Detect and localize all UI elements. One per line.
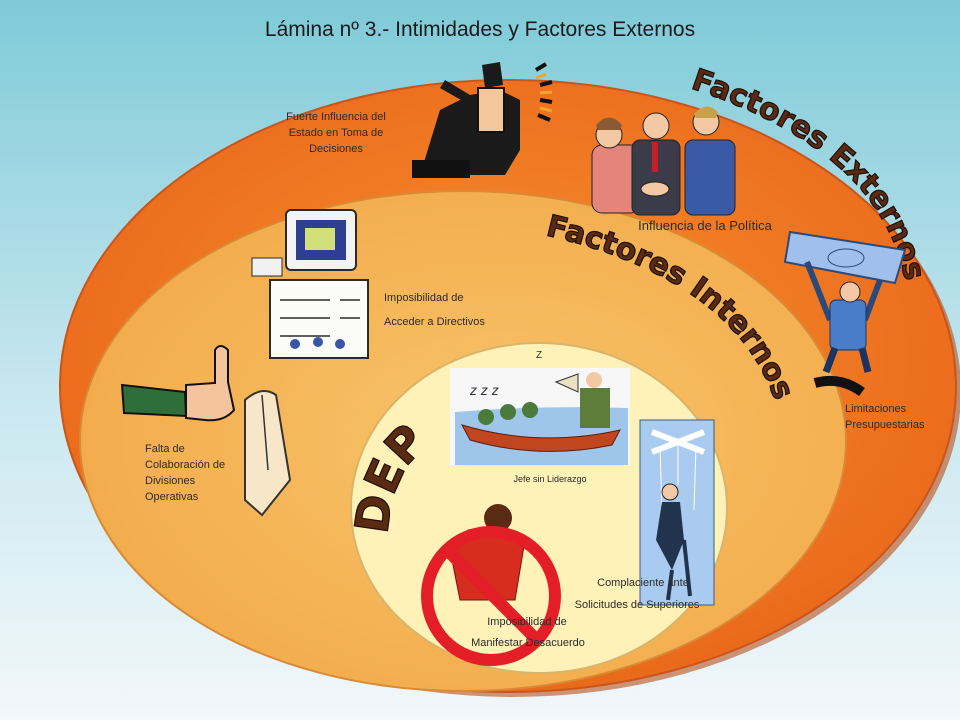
label-fuerte-2: Estado en Toma de bbox=[289, 127, 384, 139]
label-acceder-1: Imposibilidad de bbox=[384, 292, 464, 304]
label-manifestar-2: Manifestar Desacuerdo bbox=[471, 637, 585, 649]
stop-hand-icon bbox=[120, 345, 292, 517]
label-falta-1: Falta de bbox=[145, 443, 185, 455]
inner-circle-dep bbox=[350, 342, 728, 674]
label-fuerte-3: Decisiones bbox=[309, 143, 363, 155]
label-manifestar-1: Imposibilidad de bbox=[487, 616, 567, 628]
handshake-politicians-icon bbox=[591, 106, 736, 216]
label-falta-2: Colaboración de bbox=[145, 459, 225, 471]
label-limitaciones-1: Limitaciones bbox=[845, 403, 907, 415]
office-building-icon bbox=[251, 209, 369, 359]
label-complaciente-2: Solicitudes de Superiores bbox=[575, 599, 700, 611]
rowing-boat-icon: z z z Z bbox=[450, 350, 630, 465]
label-fuerte-1: Fuerte Influencia del bbox=[286, 111, 386, 123]
label-influencia-politica: Influencia de la Política bbox=[638, 218, 772, 233]
label-complaciente-1: Complaciente ante bbox=[597, 577, 689, 589]
no-speaking-icon bbox=[421, 504, 561, 666]
puppet-icon bbox=[639, 419, 715, 606]
slide-title: Lámina nº 3.- Intimidades y Factores Ext… bbox=[264, 18, 696, 41]
label-falta-3: Divisiones bbox=[145, 475, 196, 487]
label-acceder-2: Acceder a Directivos bbox=[384, 316, 485, 328]
label-jefe: Jefe sin Liderazgo bbox=[513, 474, 586, 484]
svg-text:Z: Z bbox=[536, 350, 542, 361]
lifting-money-icon bbox=[783, 230, 907, 397]
pointing-speaker-icon bbox=[412, 62, 553, 178]
svg-text:z z z: z z z bbox=[469, 382, 499, 398]
label-falta-4: Operativas bbox=[145, 491, 199, 503]
label-limitaciones-2: Presupuestarias bbox=[845, 419, 925, 431]
